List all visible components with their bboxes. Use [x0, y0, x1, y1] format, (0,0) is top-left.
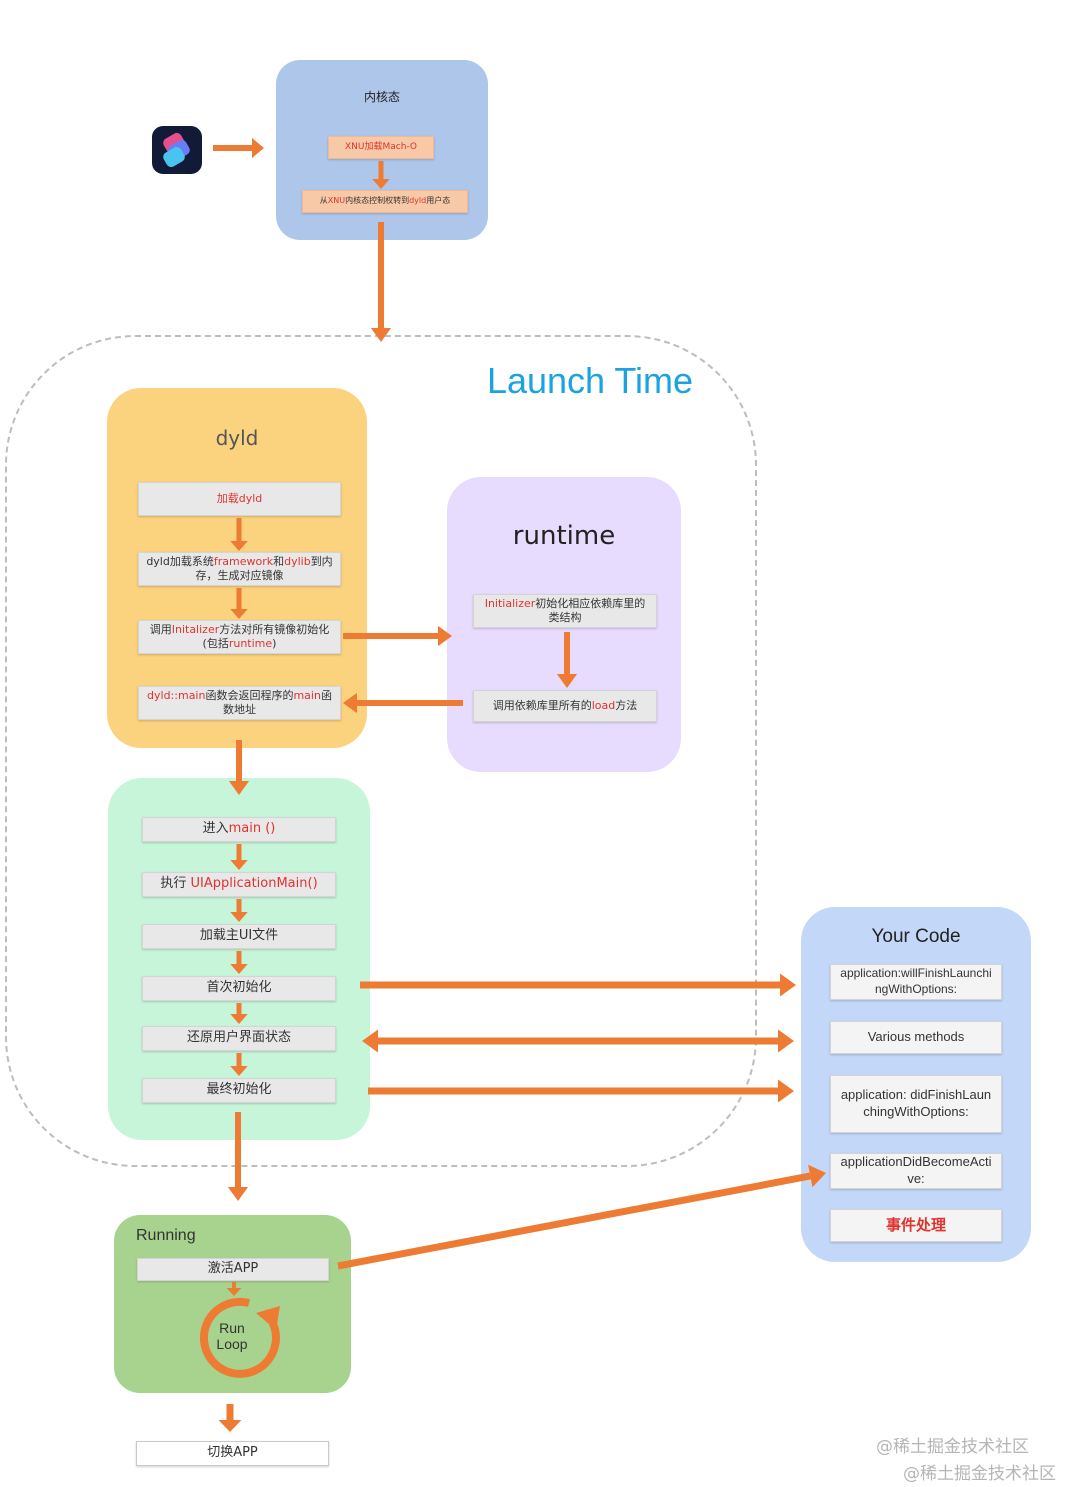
- running-activate-app: 激活APP: [137, 1258, 329, 1281]
- switch-app-box: 切换APP: [136, 1441, 329, 1466]
- your-code-various-methods: Various methods: [830, 1021, 1002, 1054]
- your-code-event-handling: 事件处理: [830, 1209, 1002, 1242]
- runtime-step-load-methods: 调用依赖库里所有的load方法: [473, 690, 657, 722]
- main-step-restore-state: 还原用户界面状态: [142, 1026, 336, 1051]
- dyld-step-load-dyld: 加载dyld: [138, 482, 341, 516]
- dyld-title: dyld: [215, 426, 259, 450]
- main-step-final-init: 最终初始化: [142, 1078, 336, 1103]
- arrow-kernel-to-launch: [370, 222, 392, 342]
- main-step-uiapplicationmain: 执行 UIApplicationMain(): [142, 872, 336, 897]
- run-loop-label: Run Loop: [216, 1320, 248, 1353]
- running-title: Running: [136, 1227, 196, 1244]
- arrow-icon-to-kernel: [213, 137, 264, 159]
- kernel-step-load-macho: XNU加载Mach-O: [328, 136, 434, 159]
- shortcuts-app-icon: [152, 126, 202, 174]
- runtime-step-initializer: Initializer初始化相应依赖库里的类结构: [473, 594, 657, 628]
- dyld-step-return-main: dyld::main函数会返回程序的main函数地址: [138, 686, 341, 720]
- your-code-did-become-active: applicationDidBecomeActive:: [830, 1153, 1002, 1189]
- main-step-load-ui: 加载主UI文件: [142, 924, 336, 949]
- arrow-running-to-become-active: [337, 1164, 826, 1270]
- your-code-will-finish-launching: application:willFinishLaunchingWithOptio…: [830, 964, 1002, 1000]
- dyld-step-load-frameworks: dyld加载系统framework和dylib到内存，生成对应镜像: [138, 552, 341, 586]
- launch-time-title: Launch Time: [486, 360, 694, 401]
- kernel-title: 内核态: [363, 90, 400, 104]
- your-code-did-finish-launching: application: didFinishLaunchingWithOptio…: [830, 1075, 1002, 1133]
- kernel-step1-text: XNU加载Mach-O: [344, 141, 417, 152]
- runtime-title: runtime: [512, 521, 616, 551]
- main-step-first-init: 首次初始化: [142, 976, 336, 1001]
- arrow-running-to-switch: [218, 1404, 242, 1432]
- watermark-1: @稀土掘金技术社区: [876, 1437, 1029, 1457]
- main-step-enter-main: 进入main (): [142, 817, 336, 842]
- watermark-2: @稀土掘金技术社区: [903, 1464, 1056, 1484]
- dyld-step-initializer: 调用Initalizer方法对所有镜像初始化(包括runtime): [138, 620, 341, 654]
- your-code-title: Your Code: [871, 926, 961, 947]
